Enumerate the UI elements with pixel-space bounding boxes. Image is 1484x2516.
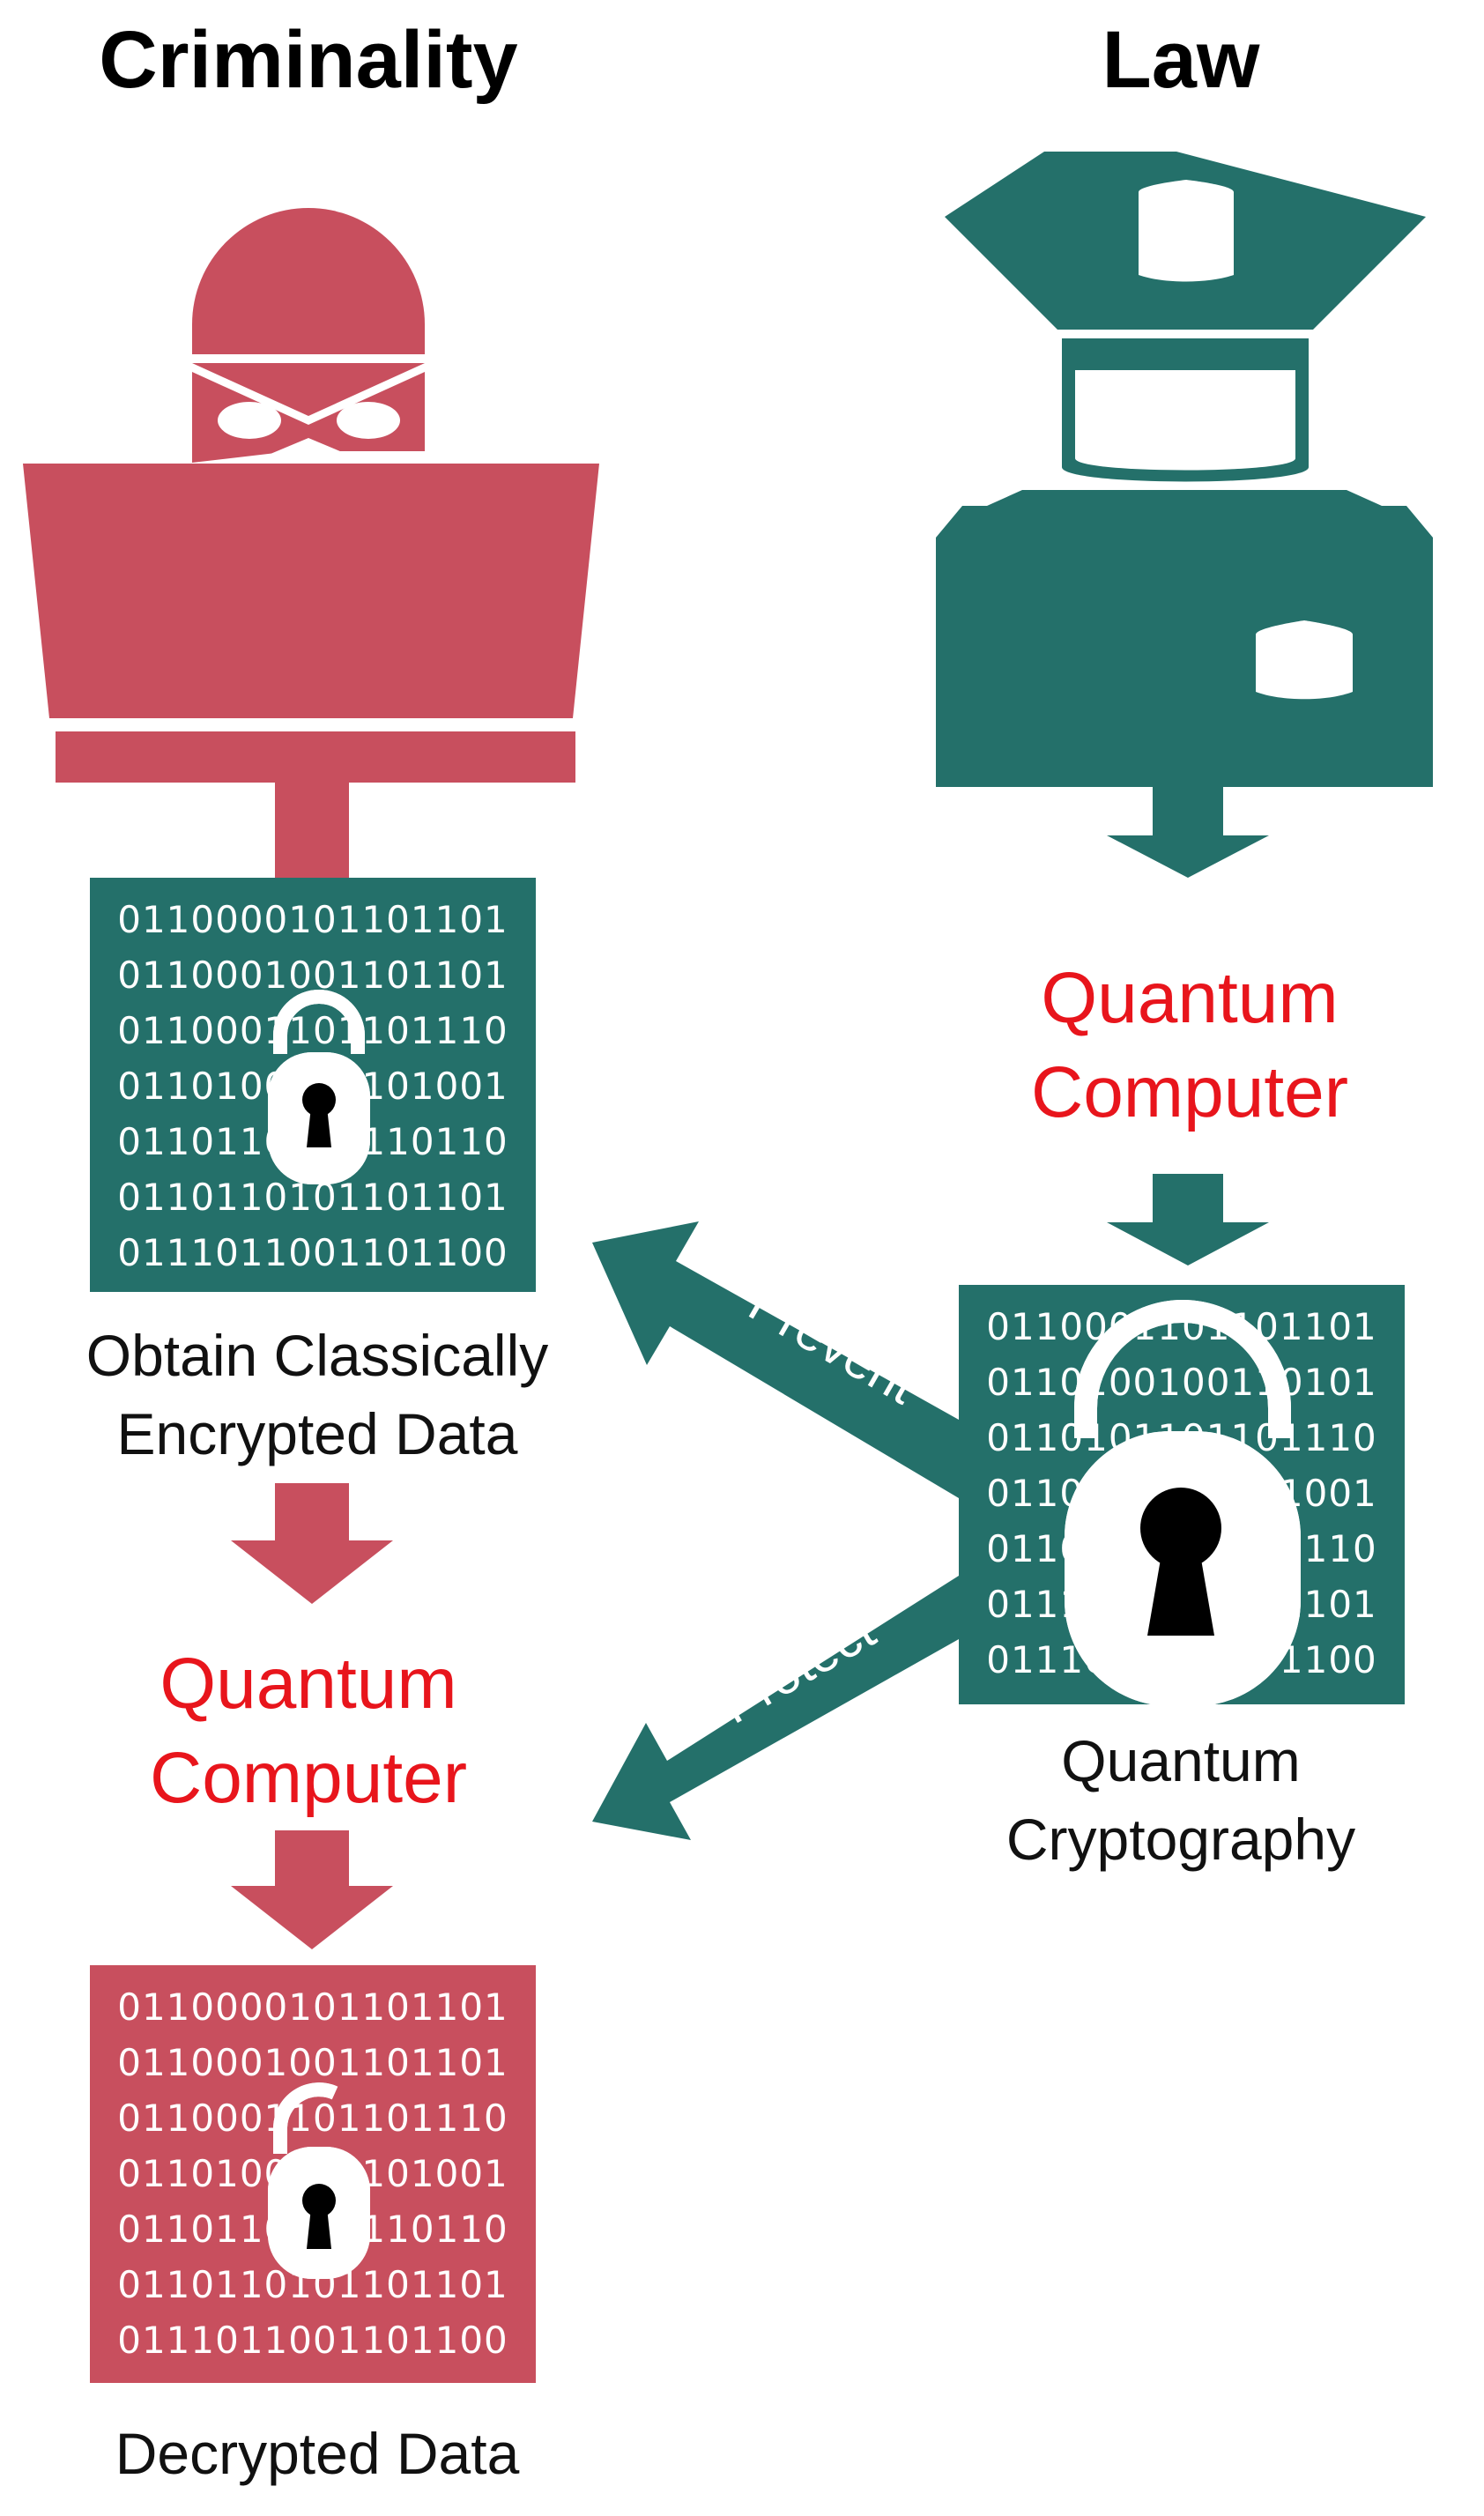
crypto-binary-row: 0110111001110110 [986, 1527, 1377, 1570]
encrypted-binary-text: 0110000101101101 0110001001101101 01100011… [90, 878, 536, 1292]
decrypted-binary-row: 0111011001101100 [117, 2319, 508, 2362]
decrypted-binary-row: 0110110101110110 [117, 2208, 508, 2251]
quantum-cryptography-caption: Quantum Cryptography [899, 1722, 1463, 1879]
encrypted-binary-row: 0110000101101101 [117, 898, 508, 941]
decrypted-binary-row: 0110000101101101 [117, 1985, 508, 2029]
crypto-binary-row: 0110101101101110 [986, 1416, 1377, 1459]
encrypted-binary-row: 0110100101101001 [117, 1065, 508, 1108]
crypto-binary-row: 0110001101101101 [986, 1305, 1377, 1348]
criminality-title: Criminality [99, 15, 518, 105]
encrypted-binary-row: 0110110101110110 [117, 1120, 508, 1163]
decrypted-binary-row: 0110001101101110 [117, 2097, 508, 2140]
crypto-caption-line2: Cryptography [1005, 1807, 1356, 1873]
crypto-binary-row: 0110110101101001 [986, 1472, 1377, 1515]
encrypted-binary-row: 0110001001101101 [117, 954, 508, 997]
criminal-icon [23, 208, 599, 879]
crypto-caption-line1: Quantum [1061, 1728, 1301, 1793]
decrypted-binary-text: 0110000101101101 0110001001101101 01100011… [90, 1965, 536, 2383]
decrypted-data-caption: Decrypted Data [115, 2421, 520, 2486]
encrypted-binary-row: 0110110101101101 [117, 1176, 508, 1219]
law-qc-line1: Quantum [1041, 958, 1339, 1038]
criminal-qc-line2: Computer [149, 1737, 468, 1818]
encrypted-binary-row: 0110001101101110 [117, 1009, 508, 1052]
crypto-binary-row: 0111010101101100 [986, 1638, 1377, 1681]
crypto-binary-text: 0110001101101101 0110100100110101 01101011… [959, 1285, 1405, 1704]
law-down-arrow-2 [1107, 1174, 1269, 1265]
crypto-binary-row: 0110100100110101 [986, 1361, 1377, 1404]
encrypted-data-caption: Obtain Classically Encrypted Data [18, 1317, 617, 1473]
crypto-binary-row: 0111000101101101 [986, 1583, 1377, 1626]
criminal-qc-line1: Quantum [160, 1644, 457, 1724]
criminal-down-arrow-2 [231, 1830, 393, 1949]
decrypted-binary-row: 0110110101101101 [117, 2263, 508, 2306]
law-qc-line2: Computer [1030, 1051, 1349, 1132]
encrypted-binary-row: 0111011001101100 [117, 1231, 508, 1274]
decrypted-binary-row: 0110001001101101 [117, 2041, 508, 2084]
encrypted-caption-line1: Obtain Classically [85, 1323, 549, 1388]
criminal-quantum-computer-label: Quantum Computer [26, 1637, 590, 1825]
criminal-down-arrow-1 [231, 1483, 393, 1604]
law-quantum-computer-label: Quantum Computer [908, 952, 1472, 1139]
prevent-arrow [592, 1221, 959, 1498]
encrypted-caption-line2: Encrypted Data [116, 1401, 518, 1467]
law-title: Law [1102, 15, 1260, 105]
law-down-arrow-1 [1107, 787, 1269, 878]
police-icon [936, 152, 1433, 787]
decrypted-binary-row: 0110100101101001 [117, 2152, 508, 2195]
protect-arrow [592, 1576, 959, 1840]
